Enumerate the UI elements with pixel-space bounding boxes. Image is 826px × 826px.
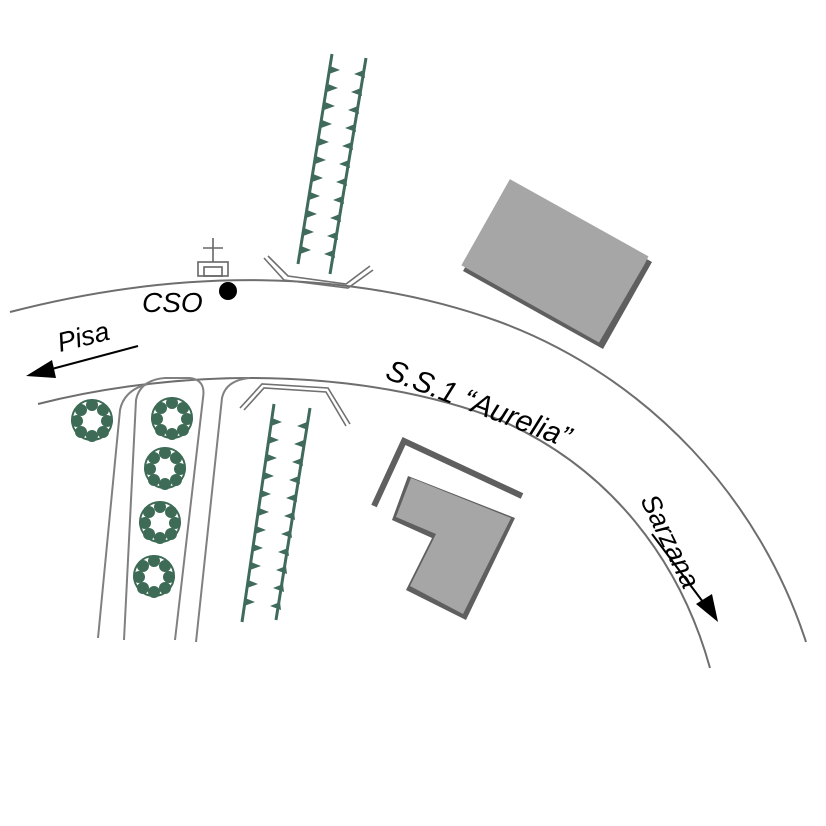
sarzana-arrow-icon [651,533,718,622]
cross-icon [197,238,229,277]
side-strip-3 [195,377,251,643]
building-rectangle [461,179,652,349]
road-edge-south [37,377,711,669]
building-l-shape [371,437,524,620]
hedge-south [240,403,312,623]
guard-rail-north [263,255,374,289]
road-name-label: S.S.1 “Aurelia” [381,354,577,455]
sarzana-label: Sarzana [635,489,706,593]
road-edge-north [9,279,807,643]
pisa-arrow-icon [26,345,139,378]
cso-point-marker [219,282,237,300]
guard-rail-south [239,383,351,427]
side-strip-2 [123,377,205,641]
tree-icon [70,398,114,443]
pisa-label: Pisa [54,316,112,358]
tree-icon [143,446,187,491]
cso-label: CSO [142,287,203,318]
tree-icon [150,396,194,441]
tree-icon [132,554,176,599]
hedge-north [296,53,368,275]
tree-icon [138,500,182,545]
